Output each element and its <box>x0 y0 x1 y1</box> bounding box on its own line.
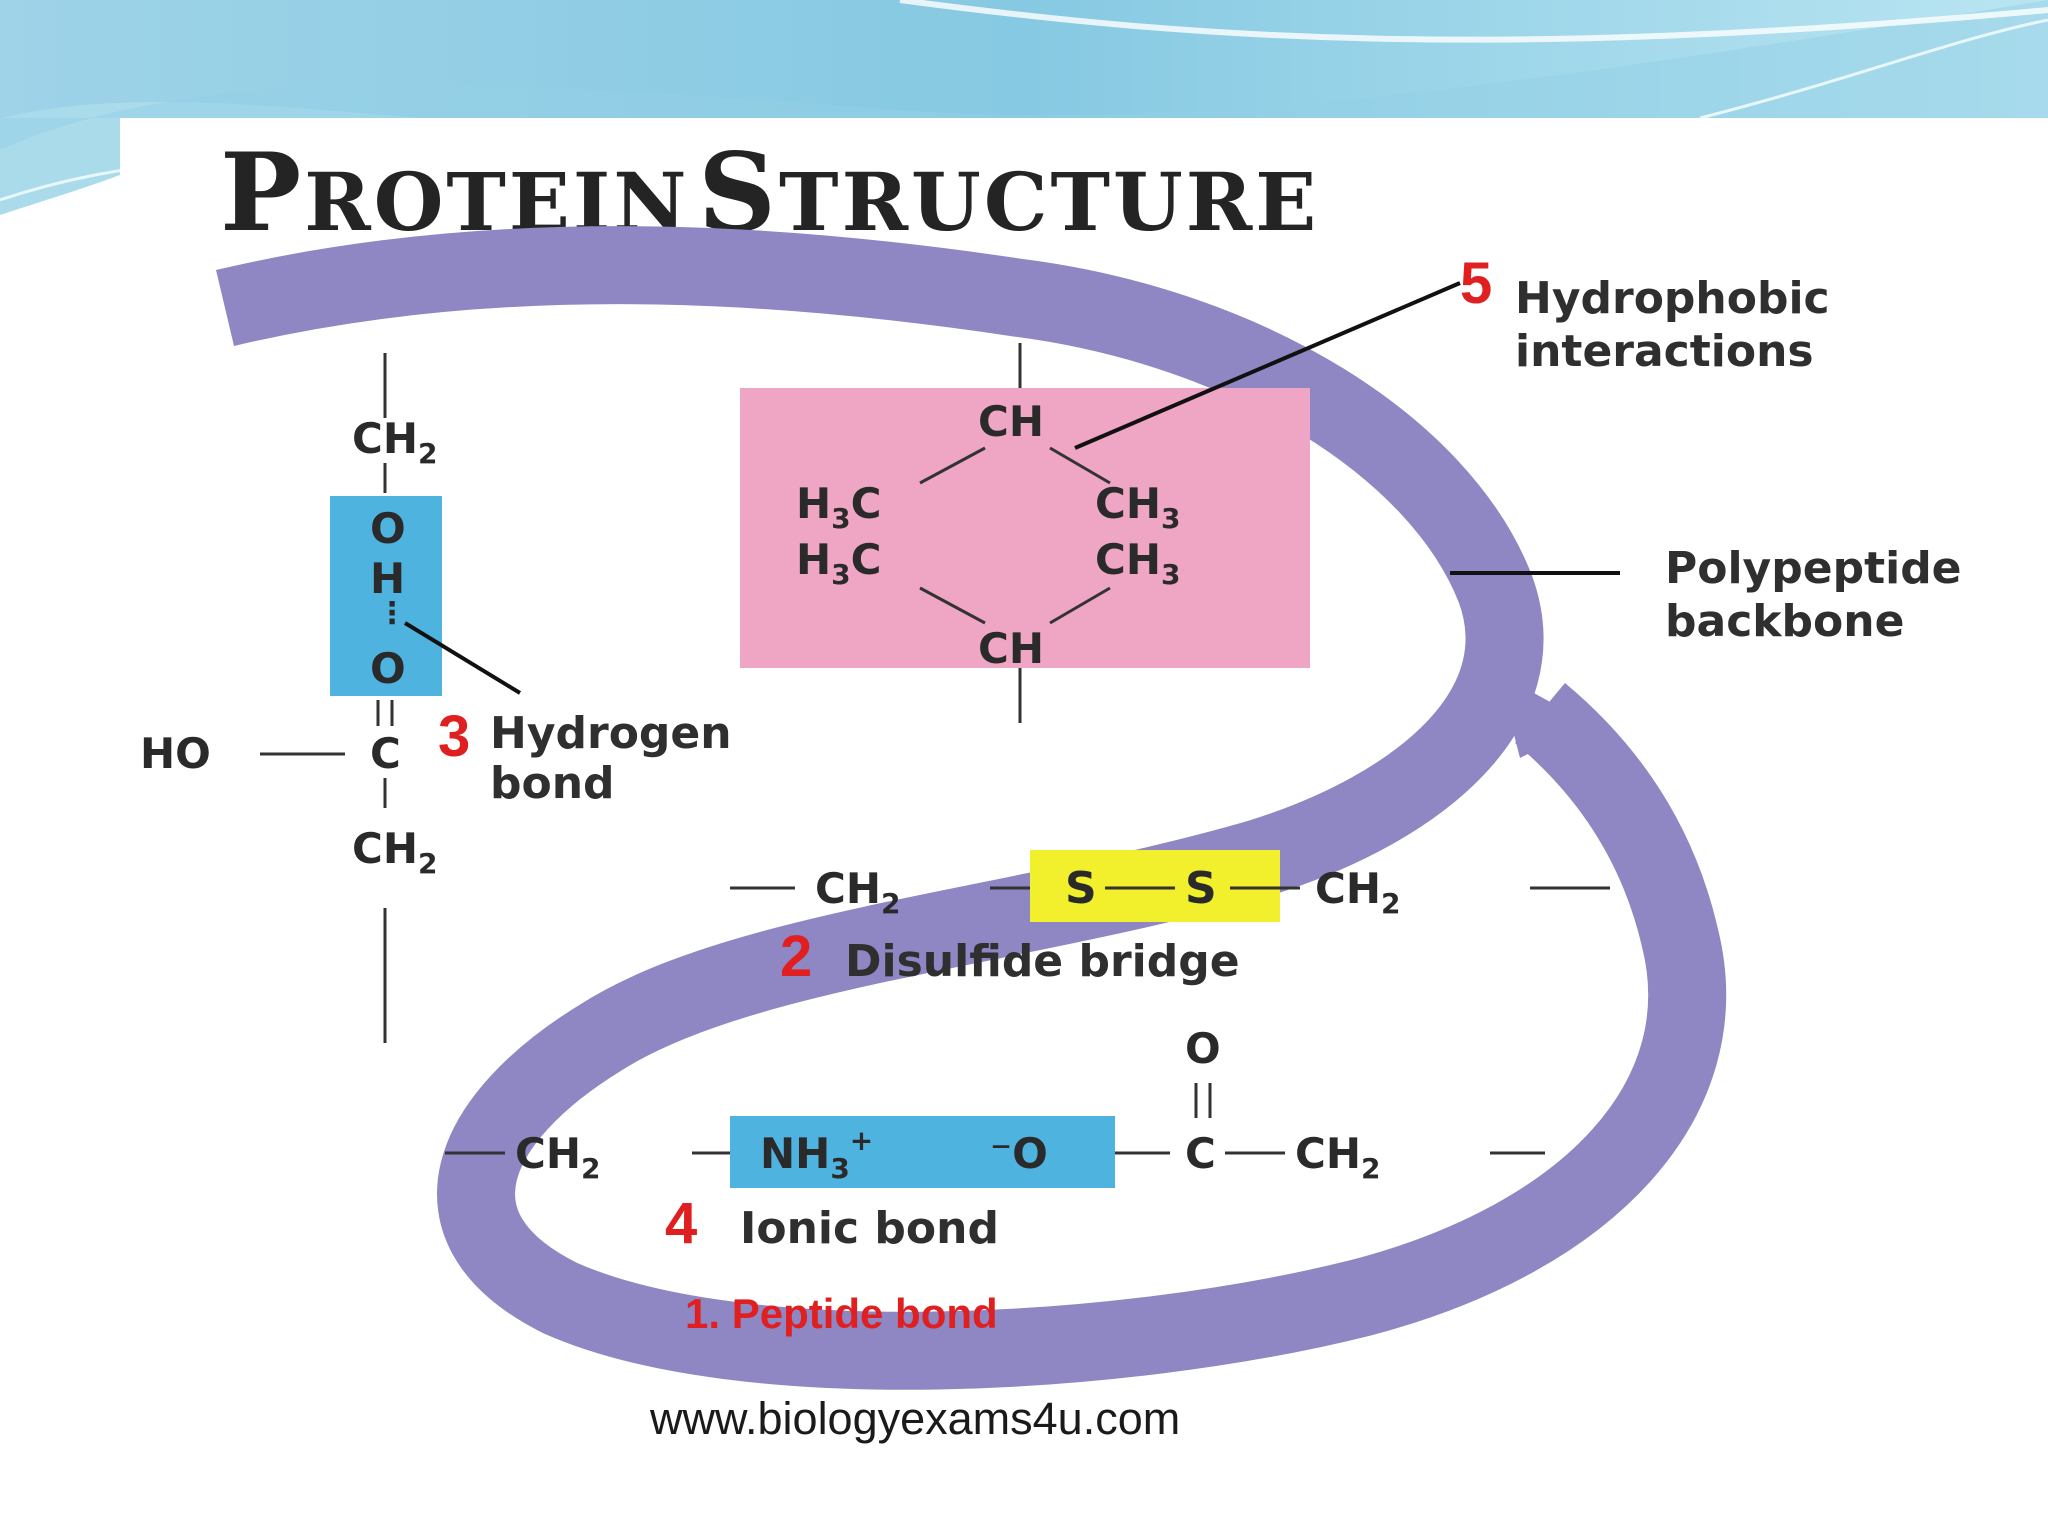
ch2-disulfide-left: CH2 <box>815 864 900 920</box>
hb-hydrogen: H <box>370 554 405 603</box>
hydrophobic-label-line2: interactions <box>1515 326 1814 377</box>
hydrophobic-pointer <box>1074 281 1461 450</box>
ch3-upper: CH3 <box>1095 479 1180 535</box>
h3c-lower: H3C <box>796 535 881 591</box>
backbone-label-line1: Polypeptide <box>1665 543 1962 594</box>
hydrophobic-number: 5 <box>1460 251 1492 316</box>
ch3-lower: CH3 <box>1095 535 1180 591</box>
ch-bottom: CH <box>978 624 1044 673</box>
backbone-label-line2: backbone <box>1665 596 1904 647</box>
disulfide-label: Disulfide bridge <box>845 936 1240 987</box>
ch2-ionic-right: CH2 <box>1295 1129 1380 1185</box>
hydrophobic-box <box>740 388 1310 668</box>
hydroxyl-group: HO <box>140 729 211 778</box>
h3c-upper: H3C <box>796 479 881 535</box>
carboxylate-oxygen: ⁻O <box>990 1129 1048 1178</box>
hydrogen-pointer <box>403 621 522 695</box>
peptide-bond-label: 1. Peptide bond <box>685 1290 998 1337</box>
hb-dots: ⋮ <box>377 596 407 631</box>
ch-top: CH <box>978 397 1044 446</box>
hb-oxygen-acceptor: O <box>370 644 406 693</box>
carbonyl-carbon: C <box>370 729 401 778</box>
carboxyl-oxygen: O <box>1185 1024 1221 1073</box>
polypeptide-backbone-ribbon <box>216 226 1727 1390</box>
hydrophobic-label-line1: Hydrophobic <box>1515 273 1830 324</box>
bond-line <box>919 586 986 625</box>
ch2-ionic-left: CH2 <box>515 1129 600 1185</box>
hydrogen-bond-box <box>330 496 442 696</box>
source-url: www.biologyexams4u.com <box>650 1393 1181 1444</box>
bond-line <box>1049 586 1111 625</box>
hb-oxygen: O <box>370 504 406 553</box>
carboxyl-carbon: C <box>1185 1129 1216 1178</box>
diagram-canvas: CH H3C CH3 H3C CH3 CH 5 Hydrophobic inte… <box>140 226 1962 1390</box>
backbone-arrow-tip <box>1498 673 1588 758</box>
hydrogen-label-line2: bond <box>490 758 615 809</box>
ionic-box <box>730 1116 1115 1188</box>
hydrogen-number: 3 <box>438 704 470 769</box>
protein-structure-figure: PROTEIN STRUCTURE CH H3C CH3 H3C CH3 CH <box>120 118 2048 1463</box>
bond-line <box>1049 446 1111 485</box>
ammonium-group: NH3+ <box>760 1124 873 1185</box>
slide-wave-background <box>0 0 2048 215</box>
ionic-label: Ionic bond <box>740 1203 999 1254</box>
sulfur-2: S <box>1185 863 1217 914</box>
disulfide-box <box>1030 850 1280 922</box>
ch2-disulfide-right: CH2 <box>1315 864 1400 920</box>
hydrogen-label-line1: Hydrogen <box>490 708 732 759</box>
ch2-bottom-left: CH2 <box>352 824 437 880</box>
sulfur-1: S <box>1065 863 1097 914</box>
bond-line <box>919 446 986 485</box>
ch2-top-left: CH2 <box>352 414 437 470</box>
disulfide-number: 2 <box>780 924 812 989</box>
ionic-number: 4 <box>665 1191 697 1256</box>
